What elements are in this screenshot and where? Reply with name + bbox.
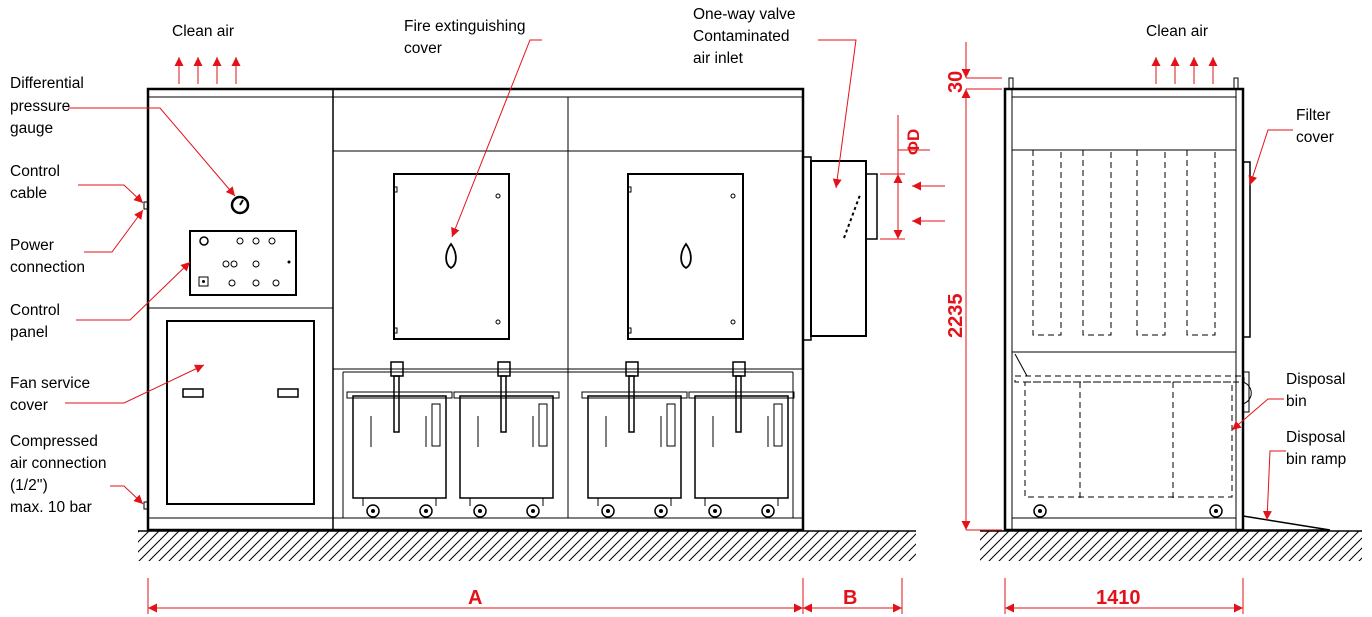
dimension-a: A — [468, 587, 482, 609]
width-dimensions — [147, 578, 1244, 614]
height-dimension — [961, 42, 1002, 531]
bins-front — [346, 361, 795, 518]
fan-service-line2: cover — [10, 397, 48, 414]
one-way-valve-line3: air inlet — [693, 50, 744, 67]
control-cable-line2: cable — [10, 185, 47, 202]
disposal-ramp-line2: bin ramp — [1286, 451, 1346, 468]
inlet-arrows — [880, 115, 945, 240]
disposal-ramp-line1: Disposal — [1286, 429, 1345, 446]
diff-pressure-line3: gauge — [10, 120, 53, 137]
ground-front — [138, 530, 916, 561]
fire-cover-line1: Fire extinguishing — [404, 18, 525, 35]
power-connection-line2: connection — [10, 259, 85, 276]
one-way-valve-line1: One-way valve — [693, 6, 796, 23]
fire-cover-left — [393, 173, 510, 340]
front-view — [143, 87, 878, 532]
compressed-air-line4: max. 10 bar — [10, 499, 92, 516]
compressed-air-line1: Compressed — [10, 433, 98, 450]
dimension-width-side: 1410 — [1096, 587, 1141, 609]
inlet-box — [802, 156, 878, 341]
compressed-air-line2: air connection — [10, 455, 107, 472]
dimension-b: B — [843, 587, 857, 609]
power-connection-line1: Power — [10, 237, 54, 254]
one-way-valve-line2: Contaminated — [693, 28, 790, 45]
filter-cover-line2: cover — [1296, 129, 1334, 146]
dimension-diameter: ΦD — [904, 129, 923, 155]
fan-service-line1: Fan service — [10, 375, 90, 392]
compressed-air-line3: (1/2'') — [10, 477, 48, 494]
control-panel-box — [189, 230, 297, 296]
control-panel-line1: Control — [10, 302, 60, 319]
clean-air-arrows-side — [1151, 57, 1218, 84]
control-cable-line1: Control — [10, 163, 60, 180]
clean-air-front-label: Clean air — [172, 23, 234, 40]
dimension-height: 2235 — [945, 294, 967, 339]
fire-cover-line2: cover — [404, 40, 442, 57]
dimension-top-offset: 30 — [945, 71, 967, 93]
ground-side — [980, 530, 1362, 561]
clean-air-arrows-front — [174, 57, 241, 84]
diff-pressure-line1: Differential — [10, 75, 84, 92]
disposal-bin-line1: Disposal — [1286, 371, 1345, 388]
gauge-icon — [230, 195, 250, 215]
disposal-bin-line2: bin — [1286, 393, 1307, 410]
filter-cover-line1: Filter — [1296, 107, 1330, 124]
side-view — [1003, 77, 1331, 532]
leader-lines — [65, 39, 1293, 521]
fire-cover-right — [627, 173, 744, 340]
diff-pressure-line2: pressure — [10, 98, 70, 115]
clean-air-side-label: Clean air — [1146, 23, 1208, 40]
control-panel-line2: panel — [10, 324, 48, 341]
